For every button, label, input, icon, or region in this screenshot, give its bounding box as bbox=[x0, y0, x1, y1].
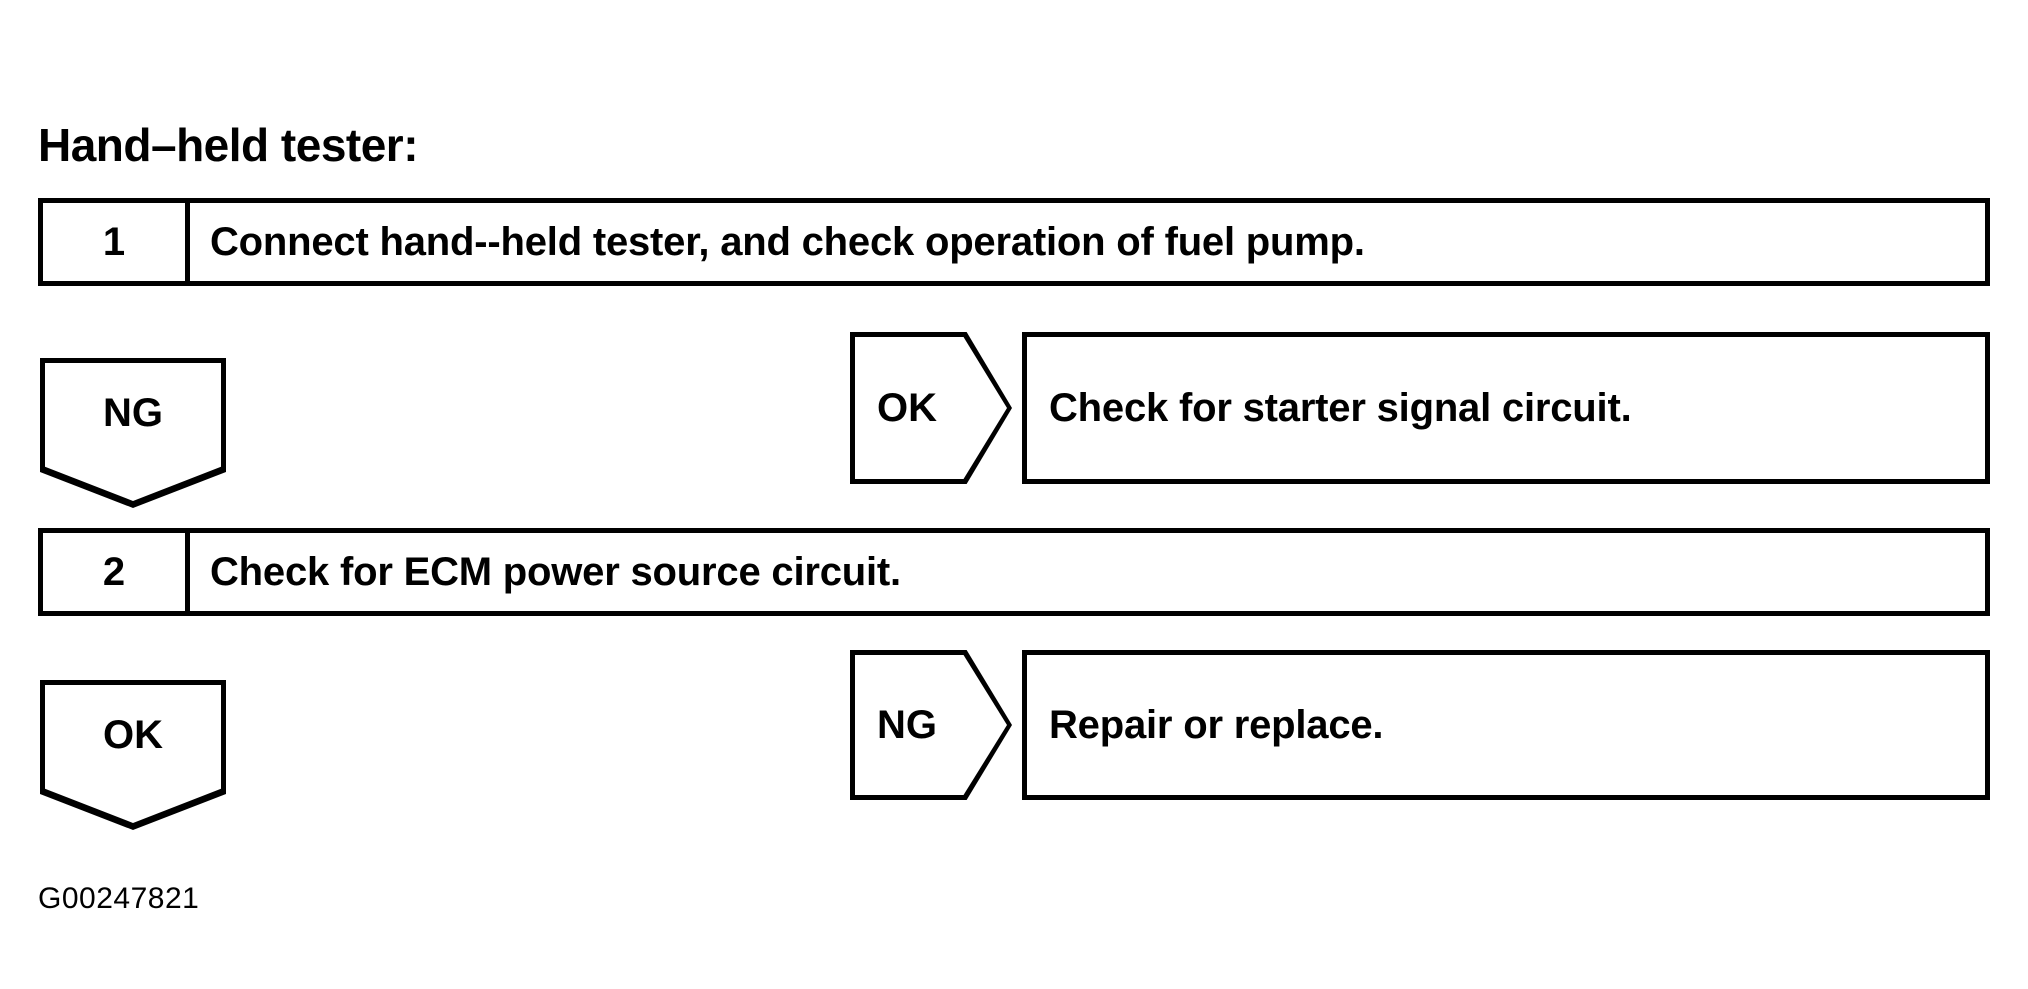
judgement-flag-ok-step2-label: OK bbox=[103, 712, 163, 757]
judgement-arrow-ng-step2: NG bbox=[850, 650, 1012, 800]
step-text-1: Connect hand--held tester, and check ope… bbox=[210, 219, 1365, 264]
judgement-flag-ok-step2: OK bbox=[40, 680, 226, 830]
judgement-flag-ng-step1: NG bbox=[40, 358, 226, 508]
result-box-starter-signal: Check for starter signal circuit. bbox=[1022, 332, 1990, 484]
figure-code: G00247821 bbox=[38, 882, 200, 915]
result-box-repair-replace: Repair or replace. bbox=[1022, 650, 1990, 800]
judgement-arrow-ok-step1: OK bbox=[850, 332, 1012, 484]
flag-down-icon bbox=[45, 363, 221, 501]
flag-down-icon bbox=[45, 685, 221, 823]
step-row-2: 2 Check for ECM power source circuit. bbox=[38, 528, 1990, 616]
step-number-1: 1 bbox=[43, 203, 190, 281]
judgement-arrow-ok-step1-label: OK bbox=[877, 385, 937, 430]
judgement-arrow-ng-step2-label: NG bbox=[877, 702, 937, 747]
step-number-2: 2 bbox=[43, 533, 190, 611]
step-text-2: Check for ECM power source circuit. bbox=[210, 549, 901, 594]
judgement-flag-ng-step1-label: NG bbox=[103, 390, 163, 435]
step-row-1: 1 Connect hand--held tester, and check o… bbox=[38, 198, 1990, 286]
page-title: Hand–held tester: bbox=[38, 119, 419, 171]
